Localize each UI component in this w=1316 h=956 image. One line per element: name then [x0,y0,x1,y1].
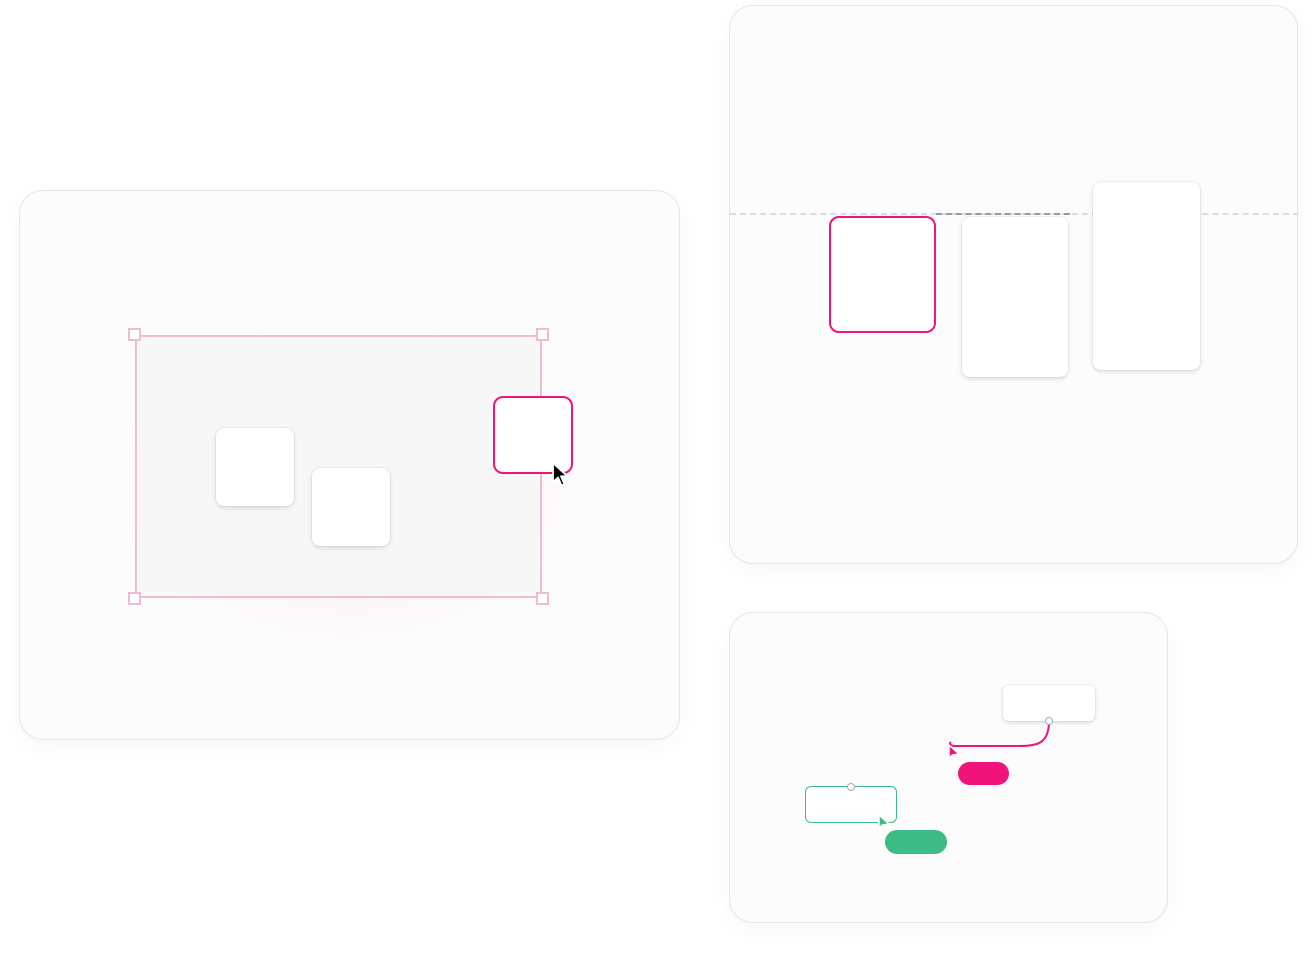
alignment-demo-panel [729,5,1298,564]
resize-handle-bottom-right[interactable] [536,592,549,605]
connector-demo-panel [729,612,1168,923]
pointer-cursor-icon [552,462,569,487]
selection-demo-panel [19,190,680,740]
selected-card[interactable] [493,396,573,474]
connector-anchor-dot[interactable] [1045,717,1053,725]
connector-line [949,720,1050,747]
dragged-card[interactable] [829,216,936,333]
resize-handle-bottom-left[interactable] [128,592,141,605]
canvas-card[interactable] [216,428,294,506]
selection-frame[interactable] [135,335,542,598]
pink-cursor-icon [948,744,960,759]
canvas-card[interactable] [312,468,390,546]
connector-node[interactable] [1003,685,1095,721]
aligned-card[interactable] [962,217,1068,377]
connector-anchor-dot[interactable] [847,783,855,791]
pink-user-tag [958,762,1009,785]
green-user-tag [885,830,947,854]
aligned-card[interactable] [1093,182,1200,370]
resize-handle-top-right[interactable] [536,328,549,341]
green-cursor-icon [878,814,890,829]
resize-handle-top-left[interactable] [128,328,141,341]
alignment-guide-active [936,213,1070,215]
